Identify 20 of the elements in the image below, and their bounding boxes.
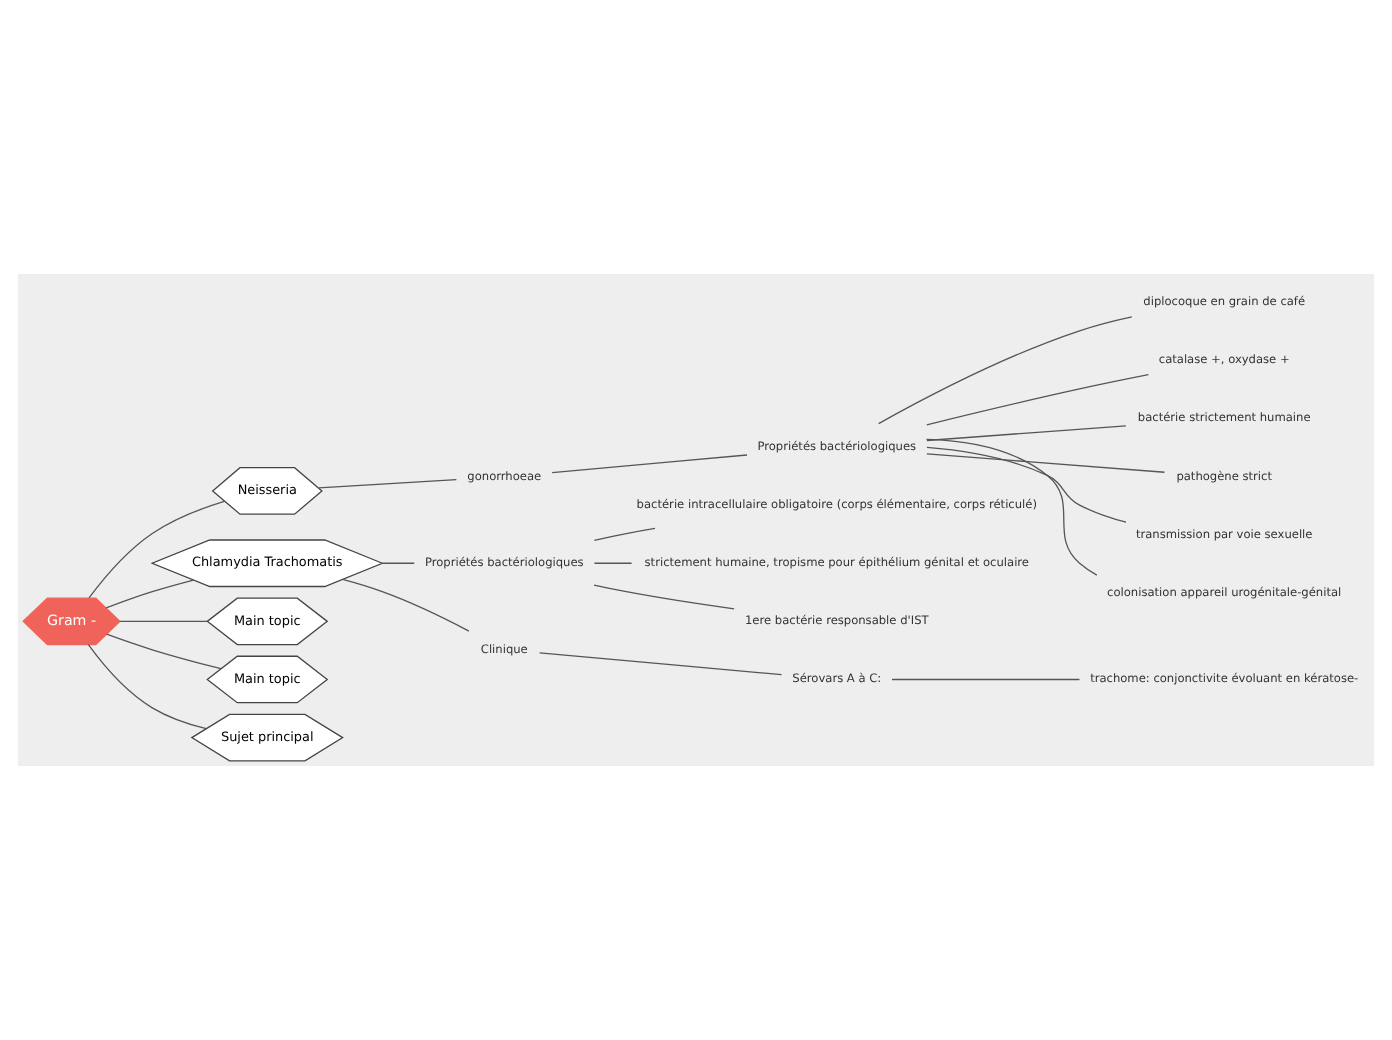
connector bbox=[105, 579, 195, 609]
connector bbox=[926, 446, 1127, 523]
connector bbox=[593, 527, 656, 541]
connector bbox=[539, 652, 783, 676]
connector bbox=[551, 454, 748, 474]
connector bbox=[318, 478, 458, 489]
connector bbox=[878, 316, 1133, 425]
connector bbox=[593, 562, 633, 564]
connector bbox=[891, 678, 1081, 681]
connector bbox=[926, 453, 1166, 473]
connector bbox=[925, 438, 1098, 576]
connector bbox=[87, 644, 207, 730]
connector bbox=[926, 425, 1127, 442]
connector bbox=[88, 500, 225, 599]
connector bbox=[341, 578, 470, 632]
connector bbox=[119, 620, 209, 622]
connector bbox=[926, 374, 1150, 426]
connector bbox=[106, 633, 222, 670]
connector bbox=[381, 562, 415, 564]
connector bbox=[593, 584, 735, 610]
